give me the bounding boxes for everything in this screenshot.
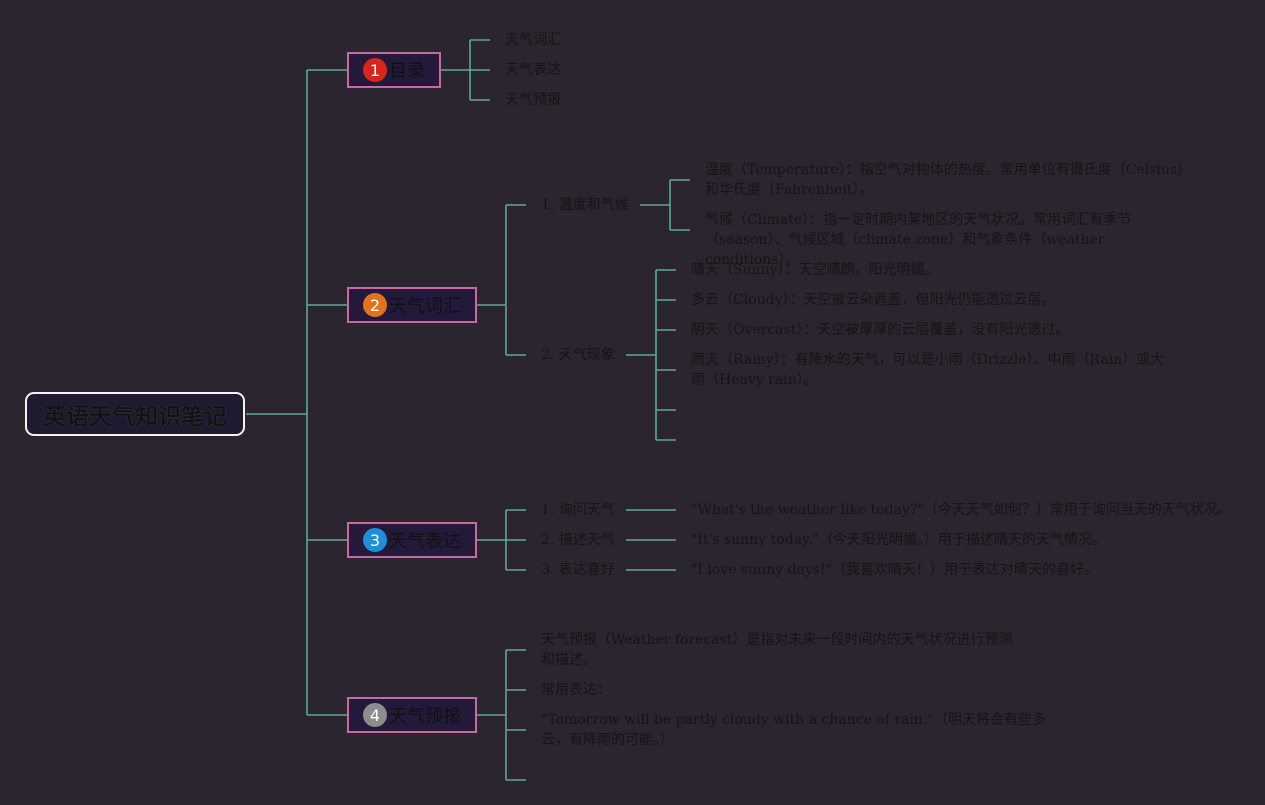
branch-label: 天气词汇 <box>389 296 461 317</box>
contents-item[interactable]: 天气词汇 <box>505 32 561 48</box>
branch-vocabulary[interactable]: 2 天气词汇 <box>347 287 477 323</box>
topic-detail: 晴天（Sunny）：天空晴朗，阳光明媚。 <box>691 262 939 278</box>
number-2-icon: 2 <box>363 293 387 317</box>
topic-detail: "Tomorrow will be partly cloudy with a c… <box>541 712 1046 748</box>
branch-label: 天气表达 <box>389 531 461 552</box>
root-node[interactable]: 英语天气知识笔记 <box>25 392 245 436</box>
branch-expressions[interactable]: 3 天气表达 <box>347 522 477 558</box>
topic-detail: 常用表达： <box>541 682 611 698</box>
contents-item[interactable]: 天气预报 <box>505 92 561 108</box>
topic-detail: "I love sunny days!"（我喜欢晴天！）用于表达对晴天的喜好。 <box>691 562 1099 578</box>
topic-detail: "What's the weather like today?"（今天天气如何？… <box>691 502 1232 518</box>
sub-topic-label[interactable]: 2. 描述天气 <box>541 532 615 548</box>
contents-item[interactable]: 天气表达 <box>505 62 561 78</box>
branch-label: 目录 <box>389 61 425 82</box>
sub-topic-label[interactable]: 3. 表达喜好 <box>541 562 615 578</box>
topic-detail: 多云（Cloudy）：天空被云朵遮盖，但阳光仍能透过云层。 <box>691 292 1056 308</box>
number-4-icon: 4 <box>363 703 387 727</box>
sub-topic-label[interactable]: 1. 温度和气候 <box>541 197 629 213</box>
number-3-icon: 3 <box>363 528 387 552</box>
sub-topic-label[interactable]: 2. 天气现象 <box>541 347 615 363</box>
sub-topic-label[interactable]: 1. 询问天气 <box>541 502 615 518</box>
topic-detail: 雨天（Rainy）：有降水的天气，可以是小雨（Drizzle）、中雨（Rain）… <box>691 352 1165 388</box>
branch-contents[interactable]: 1 目录 <box>347 52 441 88</box>
branch-forecast[interactable]: 4 天气预报 <box>347 697 477 733</box>
topic-detail: 气候（Climate）：指一定时期内某地区的天气状况。常用词汇有季节（seaso… <box>705 212 1132 268</box>
topic-detail: 阴天（Overcast）：天空被厚厚的云层覆盖，没有阳光透过。 <box>691 322 1070 338</box>
topic-detail: "It's sunny today."（今天阳光明媚。）用于描述晴天的天气情况。 <box>691 532 1106 548</box>
topic-detail: 天气预报（Weather forecast）是指对未来一段时间内的天气状况进行预… <box>541 632 1013 668</box>
topic-detail: 温度（Temperature）：指空气对物体的热度。常用单位有摄氏度（Celsi… <box>705 162 1192 198</box>
number-1-icon: 1 <box>363 58 387 82</box>
root-title: 英语天气知识笔记 <box>43 404 227 430</box>
branch-label: 天气预报 <box>389 706 461 727</box>
